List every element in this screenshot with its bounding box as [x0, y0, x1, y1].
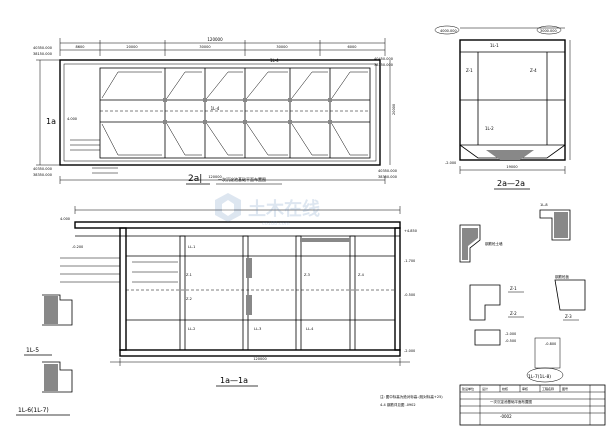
plan-el-top-left-1: 40350.000 [33, 46, 52, 50]
sec1-el-right-2: -0.500 [404, 293, 415, 297]
sec2-el-bottom: -2.000 [445, 161, 456, 165]
plan-dim-seg-5: 6000 [348, 45, 357, 49]
detail-z-main: 1L-8 [540, 203, 548, 207]
tb-header-6: 图号 [562, 386, 568, 391]
section-1a: 120000 LL-1 LL-2 LL-3 LL-4 Z-1 Z-2 Z-3 Z… [60, 206, 417, 387]
title-block: 建设单位 设计 校核 审核 工程名称 图号 一次沉淀池基础平面布置图 -0002 [459, 384, 606, 426]
plan-el-bottom-right-2: 38350.000 [378, 175, 397, 179]
sec1-beam-3: LL-3 [254, 327, 261, 331]
section-2a: 4000.000 3000.000 Z-1 Z-4 1L-1 1L-2 1900… [434, 25, 571, 190]
plan-dim-seg-2: 20000 [126, 45, 137, 49]
plan-view: 120000 8600 20000 30000 30000 6000 40350… [33, 37, 397, 185]
detail-el-1: -2.000 [505, 332, 516, 336]
detail-z3: Z-3 [565, 314, 572, 319]
sec1-dim-bottom: 120000 [253, 357, 266, 361]
plan-subtitle: 一次沉淀池基础平面布置图 [218, 176, 266, 182]
sec1-col-2: Z-2 [186, 297, 192, 301]
watermark-text: 土木在线 [248, 198, 320, 220]
plan-dim-bottom: 120000 [208, 175, 221, 179]
plan-el-mid-left: 4.000 [67, 117, 77, 121]
notes-block: 注: 图中标高为绝对标高-(相对标高+25) 4-4 钢筋详见图 -0902 [380, 394, 443, 407]
plan-title: 2a| [188, 174, 202, 184]
plan-internal-label: 1L-4 [211, 106, 220, 111]
detail-label-1: 1L-5 [26, 347, 39, 354]
sec2-dim-bottom: 19000 [506, 165, 517, 169]
sec2-beam-1: 1L-1 [490, 43, 499, 48]
tb-header-2: 设计 [482, 386, 488, 391]
plan-el-top-left-2: 38150.000 [33, 52, 52, 56]
sec1-title: 1a—1a [220, 376, 248, 385]
plan-el-bottom-left-1: 40350.000 [33, 167, 52, 171]
tb-header-4: 审核 [522, 386, 528, 391]
sec2-col-1: Z-1 [466, 68, 473, 73]
tb-header-3: 校核 [502, 386, 508, 391]
detail-z1: Z-1 [510, 286, 517, 291]
detail-section-tag: 1L-7(1L-8) [528, 374, 551, 380]
plan-dim-seg-1: 8600 [76, 45, 85, 49]
detail-el-3: -0.800 [545, 342, 556, 346]
tb-header-1: 建设单位 [462, 386, 474, 391]
detail-z2: Z-2 [510, 311, 517, 316]
sec1-el-mid-left: -0.200 [72, 245, 83, 249]
sec1-el-bottom: -2.000 [404, 349, 415, 353]
sec1-el-right-1: -1.700 [404, 259, 415, 263]
detail-left: 1L-5 1L-6(1L-7) [16, 294, 73, 416]
plan-el-top-right-1: 40450.000 [374, 57, 393, 61]
sec2-top-left: 4000.000 [440, 29, 457, 33]
sec1-col-1: Z-1 [186, 273, 192, 277]
sec2-beam-2: 1L-2 [485, 126, 494, 131]
note-2: 4-4 钢筋详见图 -0902 [380, 402, 416, 407]
sec1-col-3: Z-3 [304, 273, 310, 277]
plan-el-bottom-right-1: 40350.000 [378, 169, 397, 173]
detail-el-2: -0.500 [505, 339, 516, 343]
watermark-logo-icon [215, 193, 241, 222]
detail-label-2: 1L-6(1L-7) [18, 407, 49, 414]
sec1-beam-2: LL-2 [188, 327, 195, 331]
sec2-title: 2a—2a [497, 179, 525, 188]
detail-note-1: 钢筋砼土墙 [485, 241, 503, 246]
plan-dim-total: 120000 [207, 37, 223, 42]
sec1-beam-1: LL-1 [188, 245, 195, 249]
tb-header-5: 工程名称 [542, 386, 554, 391]
watermark: 土木在线 co188.com [215, 193, 320, 227]
sec1-el-top-left: 4.000 [60, 217, 70, 221]
plan-dim-right-1: 20000 [392, 104, 396, 115]
detail-right: 钢筋砼土墙 1L-8 Z-1 Z-2 Z-3 钢筋砼板 -2.000 -0.50… [459, 203, 586, 383]
watermark-sub: co188.com [262, 221, 290, 227]
tb-title: 一次沉淀池基础平面布置图 [490, 399, 532, 404]
plan-dim-seg-4: 30000 [276, 45, 287, 49]
plan-dim-seg-3: 30000 [199, 45, 210, 49]
sec1-beam-4: LL-4 [306, 327, 314, 331]
plan-el-top-right-2: 38150.000 [374, 63, 393, 67]
sec2-top-right: 3000.000 [540, 29, 557, 33]
sec1-el-top-right: +4.850 [404, 229, 417, 233]
plan-label-left: 1a [46, 117, 56, 126]
tb-drawing-no: -0002 [500, 414, 512, 419]
note-1: 注: 图中标高为绝对标高-(相对标高+25) [380, 394, 443, 399]
sec2-col-2: Z-4 [530, 68, 537, 73]
detail-note-2: 钢筋砼板 [555, 274, 569, 279]
plan-top-label: 1L-4 [270, 58, 279, 63]
sec1-col-4: Z-4 [358, 273, 365, 277]
plan-el-bottom-left-2: 38350.000 [33, 173, 52, 177]
